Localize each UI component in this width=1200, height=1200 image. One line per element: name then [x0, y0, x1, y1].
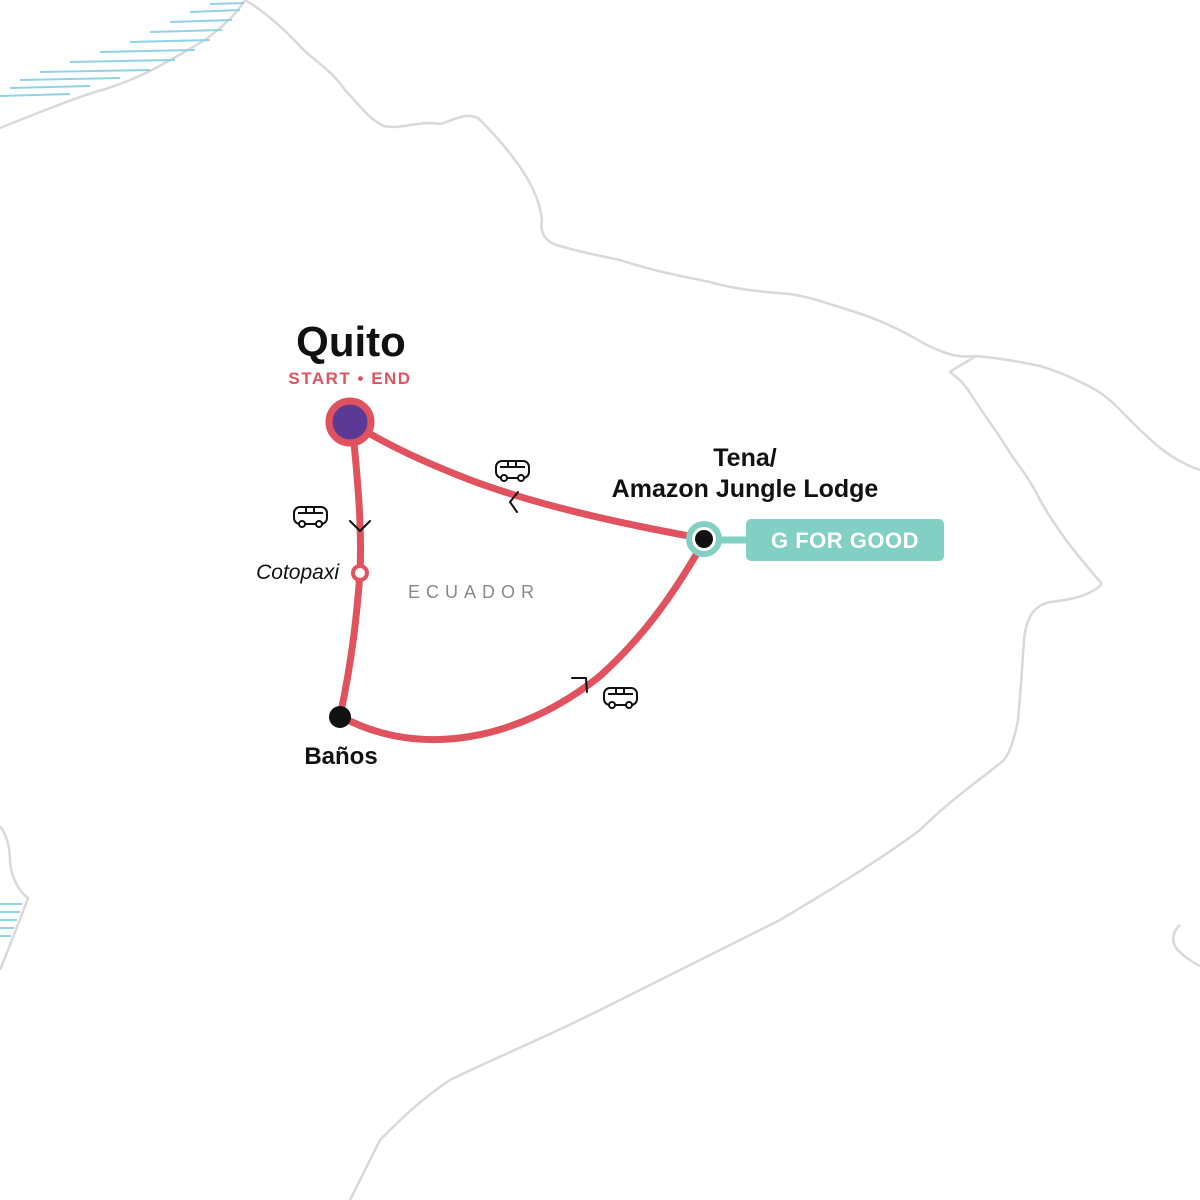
label-tena-line2: Amazon Jungle Lodge: [612, 475, 879, 503]
water-line: [0, 93, 71, 97]
border-far-east: [1172, 924, 1200, 968]
water-line: [39, 69, 151, 73]
bus-icon: [603, 687, 638, 709]
water-line: [169, 19, 233, 23]
ocean-hatching-north: [0, 2, 245, 97]
label-country: ECUADOR: [408, 582, 540, 602]
water-line: [189, 9, 241, 13]
border-southwest: [0, 825, 30, 971]
border-east: [348, 354, 1200, 1200]
water-line: [99, 49, 196, 53]
label-cotopaxi: Cotopaxi: [256, 561, 340, 584]
water-line: [149, 29, 223, 33]
stop-tena: [686, 521, 722, 557]
water-line: [69, 59, 176, 63]
cotopaxi-marker: [351, 564, 369, 582]
bus-icon: [293, 506, 328, 528]
g-for-good-badge: G FOR GOOD: [716, 519, 944, 561]
border-north: [0, 0, 976, 358]
chevron-icon: [571, 677, 588, 693]
water-line: [209, 2, 245, 5]
stop-quito: [325, 397, 375, 447]
water-line: [9, 85, 91, 89]
label-quito: Quito: [296, 318, 406, 365]
direction-markers: [349, 491, 588, 693]
chevron-icon: [349, 520, 371, 532]
quito-marker: [325, 397, 375, 447]
label-banos: Baños: [304, 743, 377, 770]
water-line: [19, 77, 121, 81]
route-tena-quito: [356, 424, 704, 542]
badge-box: [746, 519, 944, 561]
tena-dot: [695, 530, 713, 548]
route-banos-tena: [336, 544, 704, 743]
bus-icon: [495, 460, 530, 482]
water-line: [129, 39, 211, 43]
stop-banos: [329, 706, 351, 728]
chevron-icon: [509, 491, 519, 513]
stop-cotopaxi: [351, 564, 369, 582]
label-tena-line1: Tena/: [713, 444, 776, 472]
bus-icons: [293, 460, 638, 709]
badge-text: G FOR GOOD: [771, 528, 919, 553]
label-start-end: START • END: [288, 369, 411, 388]
ocean-hatching-southwest: [0, 903, 22, 937]
banos-marker: [329, 706, 351, 728]
